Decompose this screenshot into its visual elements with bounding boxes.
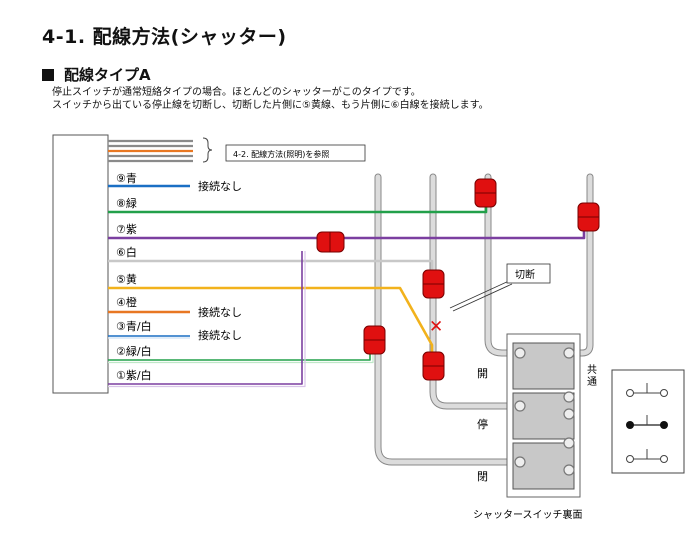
wire-label: ④橙 <box>116 295 137 309</box>
section-title: 配線タイプA <box>42 64 151 85</box>
bullet-square-icon <box>42 69 54 81</box>
wire-label: ⑧緑 <box>116 196 137 210</box>
wire-7-purple <box>108 218 586 240</box>
wire-note: 接続なし <box>198 305 242 319</box>
description-line-2: スイッチから出ている停止線を切断し、切断した片側に⑤黄線、もう片側に⑥白線を接続… <box>52 100 489 111</box>
wire-label: ①紫/白 <box>116 368 152 382</box>
switch-label-close: 閉 <box>477 470 488 483</box>
reference-note: 4-2. 配線方法(照明)を参照 <box>233 149 329 159</box>
cut-label-box <box>506 263 551 284</box>
connectors <box>316 178 600 381</box>
wire-labels: ⑨青 接続なし ⑧緑 ⑦紫 ⑥白 ⑤黄 ④橙 接続なし ③青/白 接続なし ②緑… <box>116 172 242 382</box>
wire-1-purplewhite <box>108 251 303 385</box>
wire-label: ②緑/白 <box>116 344 152 358</box>
wire-8-green <box>108 195 488 214</box>
wire-note: 接続なし <box>198 328 242 342</box>
cut-callout-line <box>449 279 512 309</box>
section-title-text: 配線タイプA <box>64 66 151 84</box>
harness-unit-box <box>52 134 109 394</box>
wire-label: ⑥白 <box>116 245 137 259</box>
switch-caption: シャッタースイッチ裏面 <box>473 508 583 521</box>
wire-note: 接続なし <box>198 179 242 193</box>
wire-label: ⑦紫 <box>116 223 137 236</box>
reference-note-box <box>225 144 366 162</box>
shutter-switch-back <box>506 333 581 498</box>
description-line-1: 停止スイッチが通常短絡タイプの場合。ほとんどのシャッターがこのタイプです。 <box>52 87 421 98</box>
wire-label: ⑤黄 <box>116 272 137 286</box>
cut-label: 切断 <box>515 268 535 281</box>
wire-label: ⑨青 <box>116 172 137 185</box>
switch-schematic-icon <box>611 369 685 474</box>
wire-6-white <box>108 259 434 278</box>
switch-label-common: 共通 <box>587 364 597 388</box>
reference-wire-group <box>108 137 213 163</box>
cut-mark-icon: ✕ <box>429 317 443 337</box>
switch-label-open: 開 <box>477 367 488 380</box>
switch-label-stop: 停 <box>477 417 488 431</box>
page-title: 4-1. 配線方法(シャッター) <box>42 26 287 48</box>
wire-label: ③青/白 <box>116 319 152 333</box>
